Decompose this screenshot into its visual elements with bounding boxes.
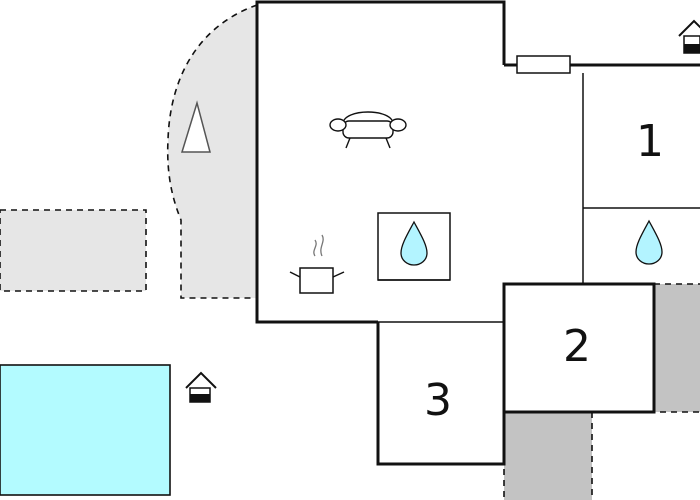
covered-area-bottom bbox=[503, 411, 593, 500]
entrance-house-icon bbox=[678, 19, 700, 54]
room-2-label: 2 bbox=[563, 321, 591, 372]
sofa-icon bbox=[329, 111, 407, 149]
cooking-pot-icon bbox=[289, 234, 345, 294]
water-drop-icon bbox=[400, 220, 428, 266]
room-3-walls bbox=[376, 322, 506, 466]
tree-icon bbox=[180, 100, 211, 153]
side-terrace bbox=[0, 209, 147, 292]
covered-area-right bbox=[653, 283, 700, 413]
entrance-house-icon bbox=[185, 371, 217, 403]
swimming-pool bbox=[0, 364, 171, 496]
room-2-walls bbox=[502, 282, 656, 414]
room-1-label: 1 bbox=[636, 116, 664, 167]
bathroom-left bbox=[377, 212, 451, 281]
water-drop-icon bbox=[635, 219, 663, 265]
room-3-label: 3 bbox=[424, 375, 452, 426]
interior-walls bbox=[378, 73, 700, 323]
garden-terrace-area bbox=[166, 3, 258, 299]
window bbox=[516, 55, 571, 74]
living-room-walls bbox=[255, 0, 506, 324]
